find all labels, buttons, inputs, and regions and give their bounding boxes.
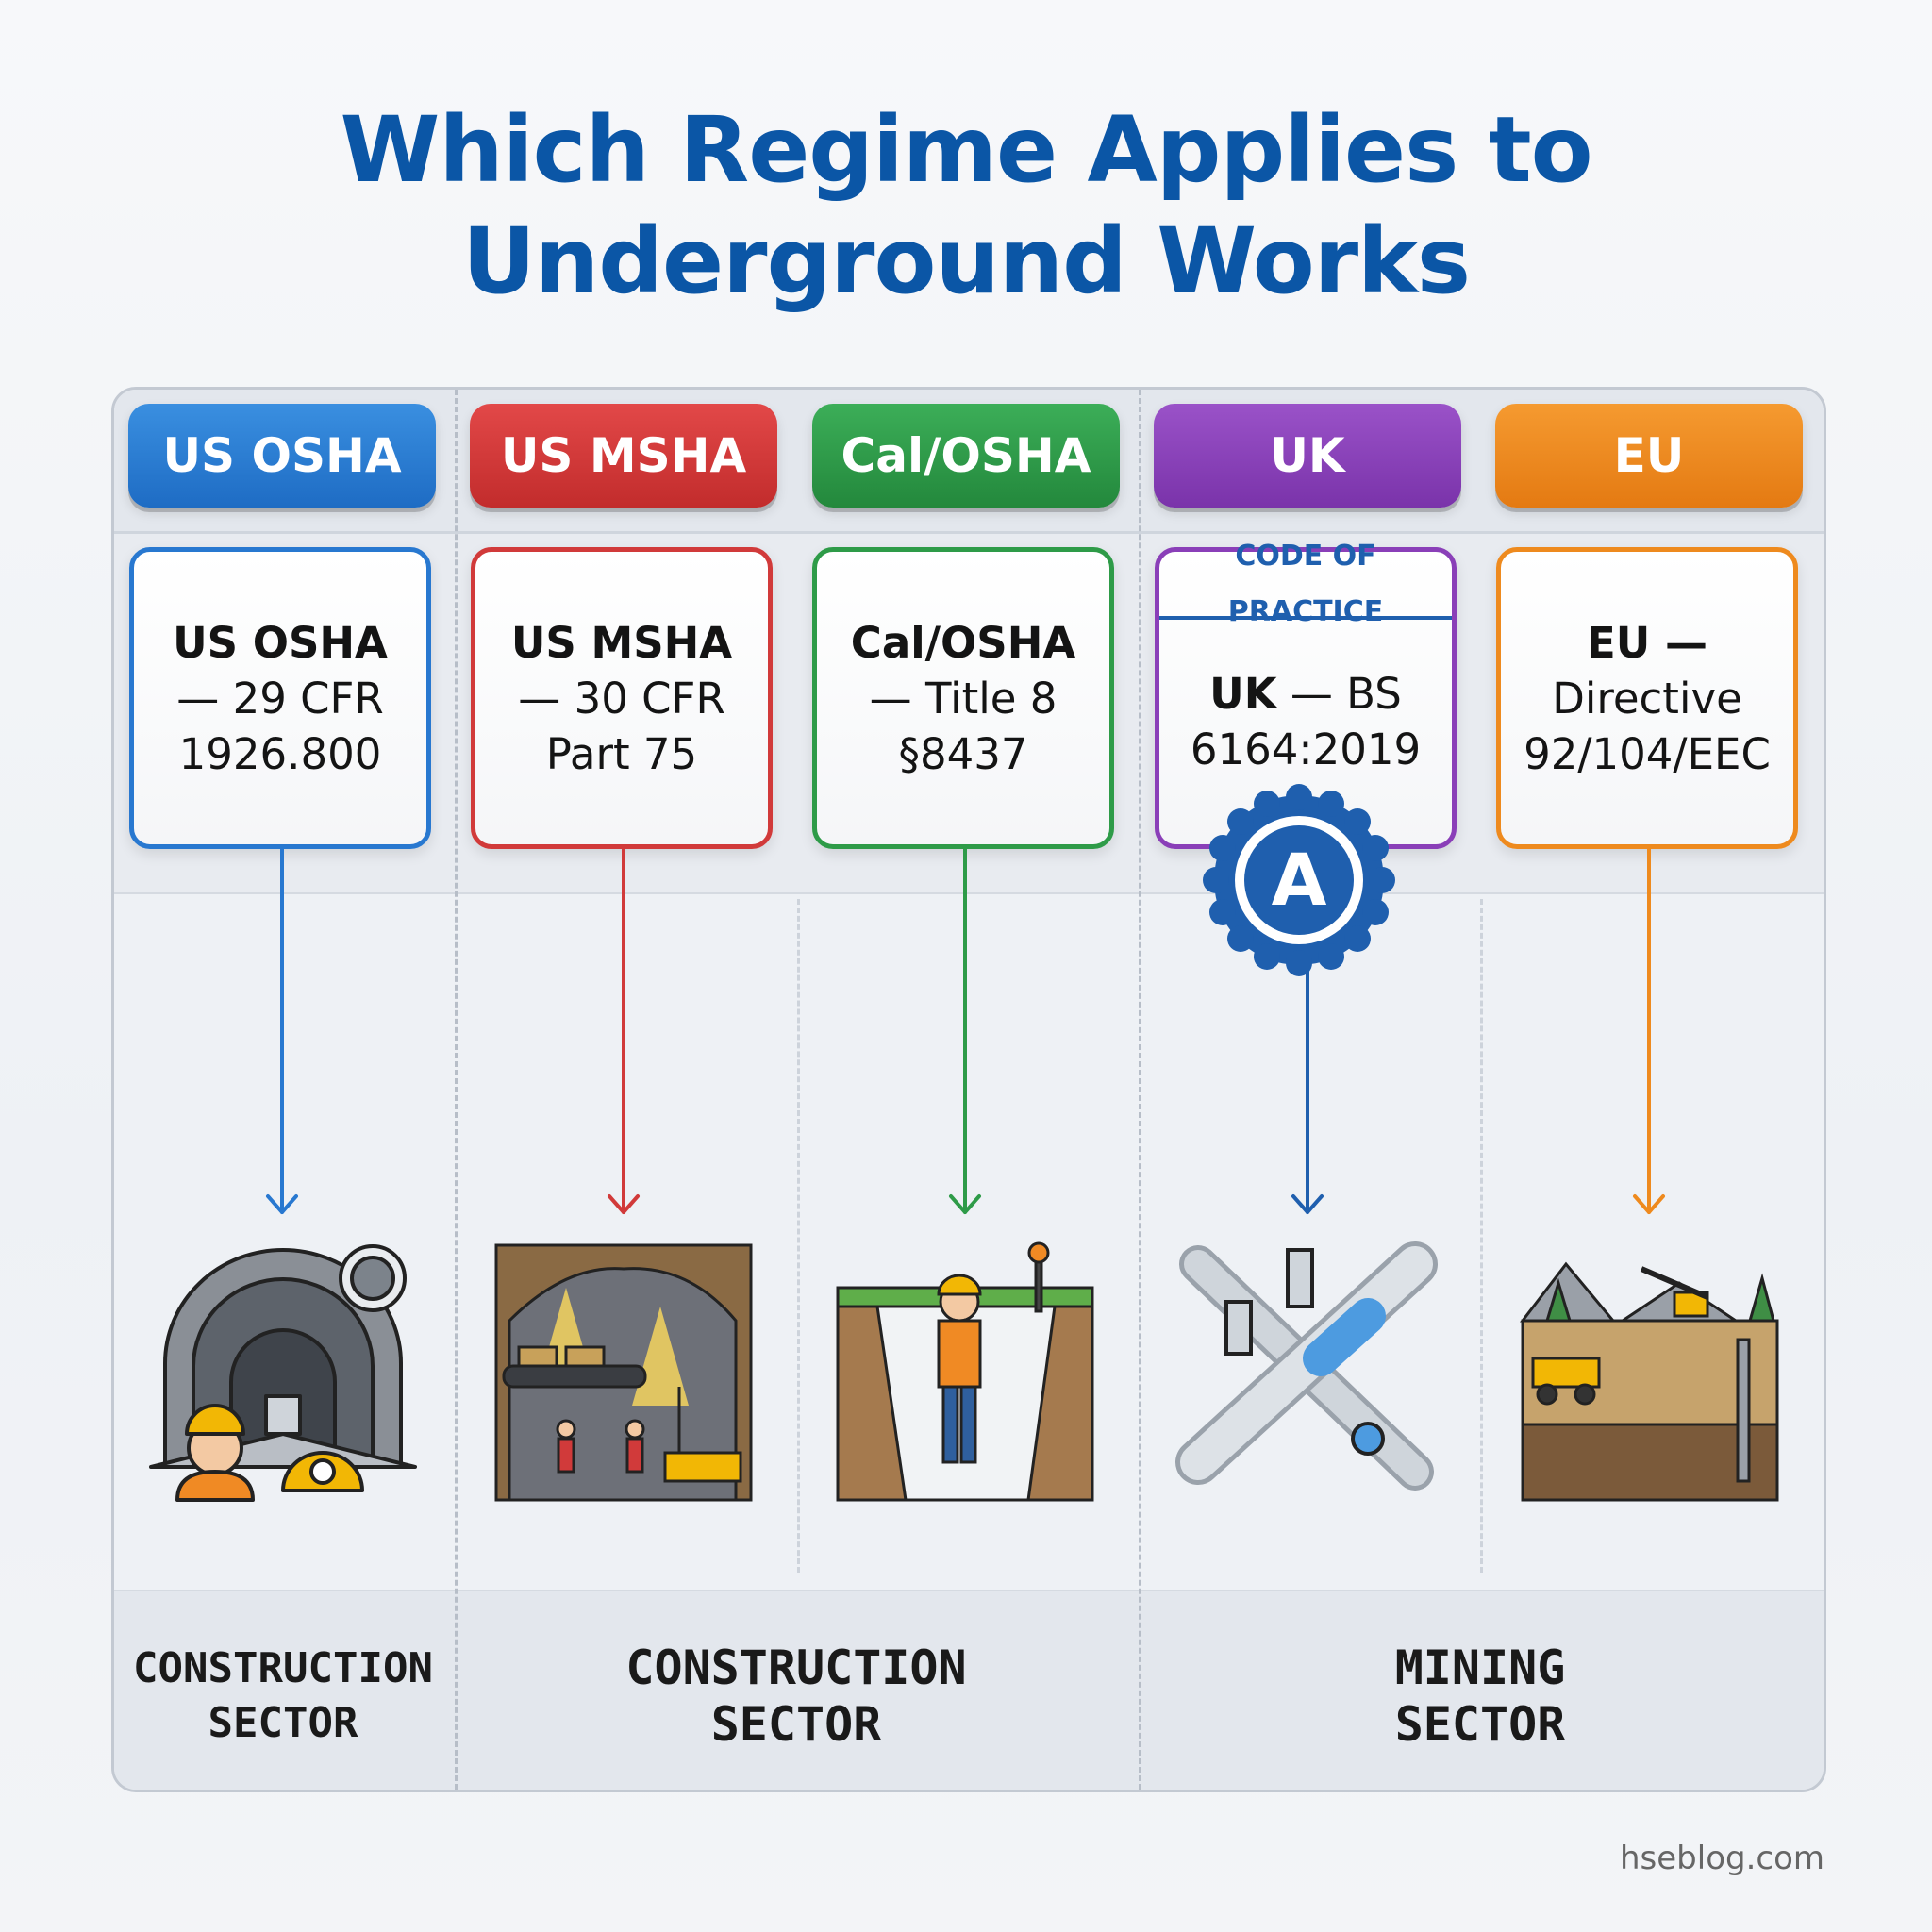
arrow-uk [1291,951,1324,1214]
sector-label-construction: CONSTRUCTION SECTOR [133,1644,433,1747]
reference-text: EU — Directive 92/104/EEC [1524,617,1771,779]
title-line-2: Underground Works [461,208,1471,314]
arrow-us-osha [266,847,298,1214]
reference-text: US OSHA — 29 CFR 1926.800 [173,617,388,779]
approved-badge-icon: A [1203,784,1395,976]
regime-pill-uk: UK [1154,404,1461,508]
sector-band [114,1590,1824,1790]
sector-label-construction: CONSTRUCTION SECTOR [625,1641,967,1752]
reference-card-us-msha: US MSHA — 30 CFR Part 75 [471,547,773,849]
reference-card-us-osha: US OSHA — 29 CFR 1926.800 [129,547,431,849]
reference-text: UK — BS 6164:2019 [1190,669,1422,774]
column-divider [455,390,458,1790]
regime-pill-us-osha: US OSHA [128,404,436,508]
reference-card-uk: CODE OF PRACTICE UK — BS 6164:2019 [1155,540,1457,849]
regime-label: Cal/OSHA [841,428,1091,483]
regime-pill-cal-osha: Cal/OSHA [812,404,1120,508]
reference-card-eu: EU — Directive 92/104/EEC [1496,547,1798,849]
arrow-us-msha [608,847,640,1214]
arrow-eu [1633,847,1665,1214]
underground-mine-icon [494,1243,753,1502]
regime-label: UK [1270,428,1345,483]
badge-letter: A [1272,838,1327,922]
source-watermark: hseblog.com [1619,1840,1824,1877]
sector-label-mining: MINING SECTOR [1394,1641,1566,1752]
tunnel-workers-icon [149,1244,417,1502]
pipeline-icon [1175,1241,1438,1491]
regime-label: EU [1613,428,1685,483]
page-title: Which Regime Applies to Underground Work… [0,94,1932,317]
column-divider [1480,899,1483,1573]
reference-text: Cal/OSHA — Title 8 §8437 [850,617,1076,779]
reference-card-cal-osha: Cal/OSHA — Title 8 §8437 [812,547,1114,849]
regime-pill-us-msha: US MSHA [470,404,777,508]
mining-site-icon [1519,1261,1779,1502]
regime-label: US OSHA [162,428,402,483]
trench-worker-icon [836,1241,1094,1502]
title-line-1: Which Regime Applies to [340,97,1592,203]
regime-pill-eu: EU [1495,404,1803,508]
reference-text: US MSHA — 30 CFR Part 75 [510,617,733,779]
arrow-cal-osha [949,847,981,1214]
column-divider [797,899,800,1573]
regime-label: US MSHA [500,428,747,483]
column-divider [1139,390,1141,1790]
